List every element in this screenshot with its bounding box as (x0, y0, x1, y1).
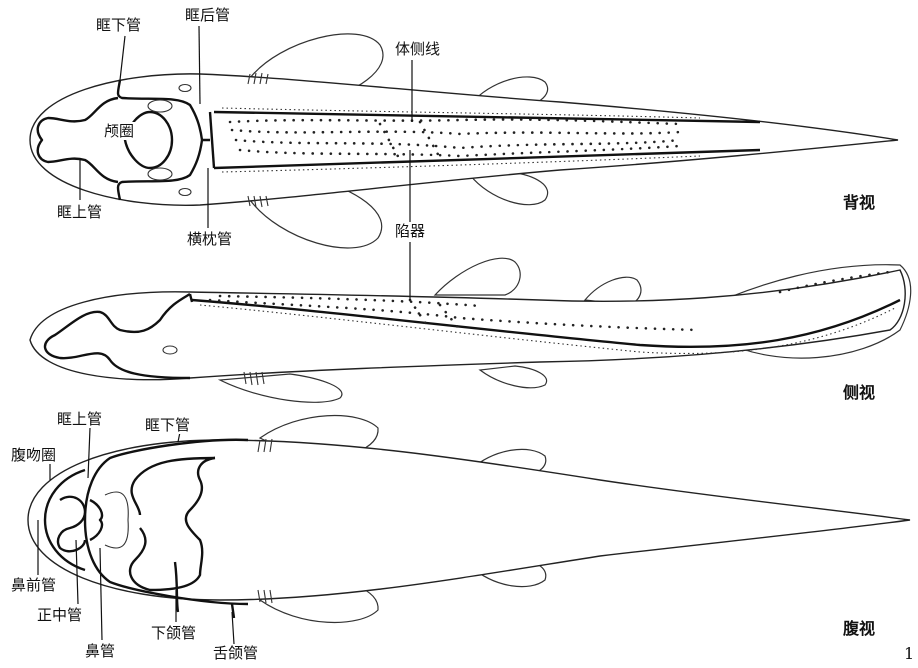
dorsal-shark (30, 34, 898, 248)
label-ampullae: 陷器 (394, 222, 426, 240)
label-mandibular: 下颌管 (150, 624, 197, 642)
label-supraorbital-ventral: 眶上管 (56, 410, 103, 428)
label-nasal: 鼻管 (84, 642, 116, 660)
label-prenasal: 鼻前管 (10, 576, 57, 594)
lateral-pelvic-fin (480, 366, 547, 388)
label-lateral-view: 侧视 (842, 384, 876, 402)
lateral-pectoral-fin (220, 374, 342, 402)
label-cranial-loop: 颅圈 (103, 122, 135, 140)
lateral-first-dorsal-fin (435, 258, 520, 295)
label-postorbital: 眶后管 (184, 6, 231, 24)
dorsal-body-outline (30, 74, 898, 205)
label-lateral-line: 体侧线 (394, 40, 441, 58)
label-infraorbital-ventral: 眶下管 (144, 416, 191, 434)
label-ventral-view: 腹视 (842, 620, 876, 638)
label-supraorbital-dorsal: 眶上管 (56, 203, 103, 221)
label-hyomandibular: 舌颌管 (212, 644, 259, 662)
label-occipital: 横枕管 (186, 230, 233, 248)
label-infraorbital-top: 眶下管 (95, 16, 142, 34)
label-ventral-rostral-loop: 腹吻圈 (10, 446, 57, 464)
ventral-shark (28, 416, 910, 623)
page-number: 1 (904, 644, 914, 663)
label-median: 正中管 (36, 606, 83, 624)
label-dorsal-view: 背视 (842, 194, 876, 212)
lateral-shark (30, 258, 911, 402)
